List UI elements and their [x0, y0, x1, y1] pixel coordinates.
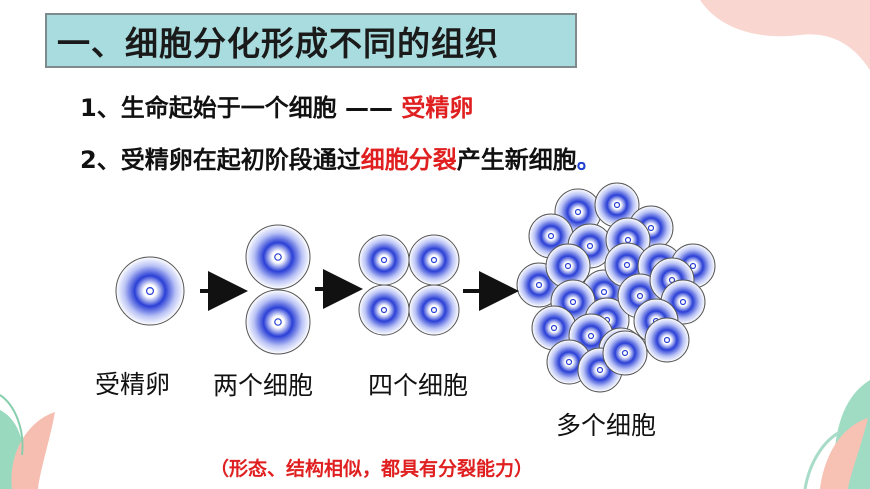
cell-nucleus: [613, 201, 621, 209]
cell-nucleus: [600, 288, 608, 296]
cell-nucleus: [569, 298, 577, 306]
four-cell-3: [358, 284, 410, 336]
two-cell-1: [245, 224, 311, 290]
slide-title: 一、细胞分化形成不同的组织: [45, 13, 577, 68]
four-cell-4: [408, 284, 460, 336]
label-two-cells: 两个细胞: [213, 371, 314, 400]
label-zygote: 受精卵: [95, 370, 171, 399]
cell-nucleus: [663, 336, 671, 344]
cell-nucleus: [689, 262, 697, 270]
cell-nucleus: [146, 287, 155, 296]
cells-layer: [115, 182, 716, 393]
cell-nucleus: [586, 242, 594, 250]
point-1: 1、生命起始于一个细胞 —— 受精卵: [80, 88, 473, 123]
cell-nucleus: [550, 324, 558, 332]
point-2: 2、受精卵在起初阶段通过细胞分裂产生新细胞。: [80, 140, 601, 175]
two-cell-2: [245, 289, 311, 355]
cell-nucleus: [587, 332, 595, 340]
cell-nucleus: [565, 358, 573, 366]
cell-nucleus: [623, 261, 631, 269]
four-cell-2: [408, 234, 460, 286]
cell-nucleus: [636, 292, 644, 300]
many-cell-25: [602, 330, 648, 376]
cell-nucleus: [380, 306, 388, 314]
cell-nucleus: [647, 224, 655, 232]
point-2-text: 2、受精卵在起初阶段通过: [80, 146, 361, 174]
pink-blob-top-right: [700, 0, 870, 70]
label-four-cells: 四个细胞: [368, 371, 469, 400]
cell-nucleus: [380, 256, 388, 264]
cell-nucleus: [621, 349, 629, 357]
cell-nucleus: [274, 318, 282, 326]
cell-nucleus: [547, 232, 555, 240]
note-text: （形态、结构相似，都具有分裂能力）: [210, 458, 534, 480]
cell-nucleus: [430, 306, 438, 314]
leaf-decoration-left: [0, 394, 55, 489]
cell-nucleus: [679, 298, 687, 306]
many-cell-22: [644, 317, 690, 363]
point-1-text: 1、生命起始于一个细胞 ——: [80, 94, 402, 122]
four-cell-1: [358, 234, 410, 286]
cell-nucleus: [596, 366, 604, 374]
zygote-cell: [115, 256, 185, 326]
cell-nucleus: [430, 256, 438, 264]
arrows-layer: [200, 269, 519, 311]
cell-nucleus: [535, 281, 543, 289]
point-2-dot: 。: [576, 146, 601, 174]
leaf-decoration-right: [803, 380, 870, 489]
cell-nucleus: [274, 253, 282, 261]
point-2-suffix: 产生新细胞: [456, 146, 577, 174]
label-many-cells: 多个细胞: [556, 411, 657, 440]
cell-nucleus: [564, 262, 572, 270]
point-2-highlight: 细胞分裂: [360, 146, 457, 174]
point-1-highlight: 受精卵: [401, 94, 474, 122]
cell-nucleus: [574, 208, 582, 216]
cell-nucleus: [624, 236, 632, 244]
